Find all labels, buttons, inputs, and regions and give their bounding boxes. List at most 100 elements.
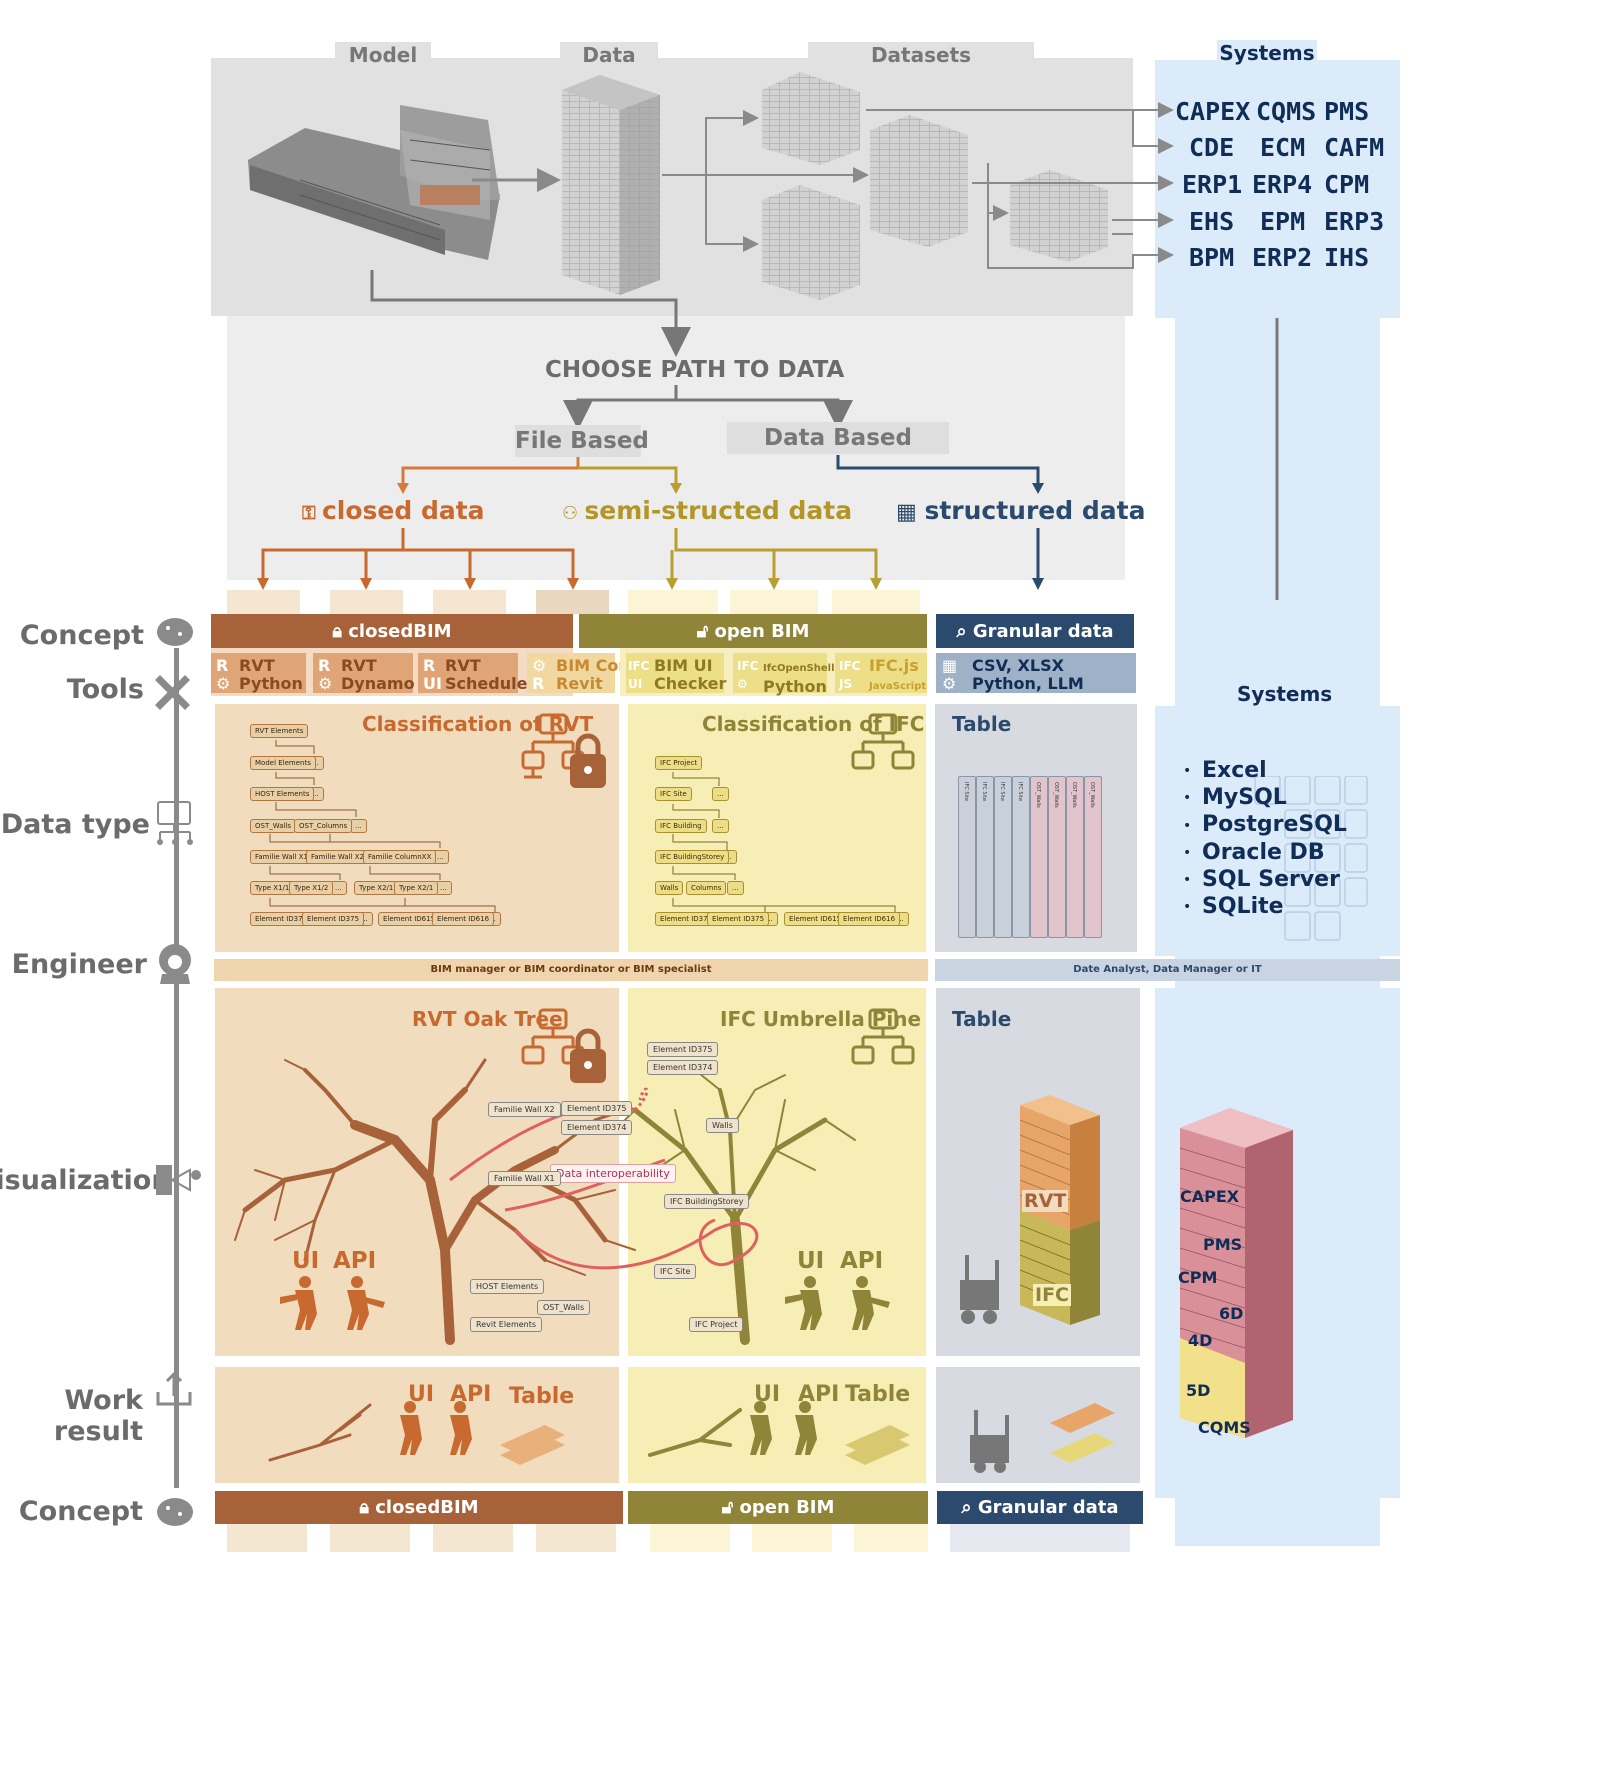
tool-sub: JavaScript [869, 681, 927, 692]
tool-sub: Revit [556, 674, 603, 693]
sys-code: CPM [1324, 170, 1370, 199]
tool-tag-r: R⚙ [318, 656, 333, 693]
rvt-oak-title: RVT Oak Tree [412, 1007, 563, 1031]
engineer-icon [159, 944, 191, 984]
bullet: • [1183, 818, 1192, 834]
dataset-stacks [762, 72, 1108, 300]
col-bg [433, 590, 506, 614]
visualization-icon [156, 1165, 201, 1195]
tool-sub: Dynamo [341, 674, 415, 693]
table-col [1084, 776, 1102, 938]
building-model [248, 105, 500, 260]
stack-tag: CQMS [1198, 1418, 1251, 1437]
ifc-stack-label: IFC [1033, 1284, 1071, 1306]
systems-stack [1179, 1108, 1293, 1438]
table-col-headers: IFC Site IFC Site IFC Site IFC Site OST_… [963, 782, 1095, 808]
semi-data-text: semi-structed data [584, 496, 853, 525]
systems-grid-bg [1254, 776, 1368, 941]
tree-node: Familie Wall X2 [306, 850, 369, 864]
lock-icon: 🔒︎ [359, 1497, 376, 1518]
tools-row-struct [936, 653, 1136, 693]
granular-bottom-label: Granular data [977, 1497, 1119, 1518]
oak-tag: Element ID374 [561, 1120, 633, 1135]
engineer-bar-bim: BIM manager or BIM coordinator or BIM sp… [214, 959, 928, 981]
side-visualization: Visualization [0, 1165, 171, 1196]
tree-node: Columns [686, 881, 727, 895]
tool-tag-ui: UI [628, 677, 643, 691]
closed-data-label: ⚿ closed data [302, 496, 485, 525]
sys-code: CQMS [1256, 97, 1317, 126]
table-col [1066, 776, 1084, 938]
hierarchy-lock-icon [521, 1008, 606, 1083]
search-icon: ⌕ [956, 620, 973, 642]
tool-tag-ifc: IFC [839, 659, 861, 673]
tree-node: Walls [655, 881, 684, 895]
table-col [976, 776, 994, 938]
closedbim-bar: 🔒︎ closedBIM [211, 614, 573, 648]
sys-code: ERP2 [1252, 243, 1313, 272]
oak-tag: HOST Elements [470, 1279, 545, 1294]
sys-code: CAPEX [1175, 97, 1251, 126]
openbim-bar: 🔓︎ open BIM [579, 614, 927, 648]
col-bg [227, 590, 300, 614]
sys-code: IHS [1324, 243, 1370, 272]
bullet: • [1183, 763, 1192, 779]
tool-tag: UI [423, 674, 442, 693]
tool-sub: Python [763, 677, 827, 696]
sys-code: PMS [1324, 97, 1370, 126]
granular-bar-label: Granular data [972, 620, 1114, 642]
col-bg [832, 590, 920, 614]
lumberjack-icons [280, 1276, 890, 1330]
unlock-icon: 🔓︎ [721, 1497, 740, 1518]
oak-tag: Familie Wall X2 [488, 1102, 561, 1117]
api-label: API [333, 1248, 377, 1274]
work-result-icon [156, 1371, 192, 1406]
bottom-faded [227, 1524, 307, 1552]
tree-node: RVT Elements [250, 724, 309, 738]
stack-tag: 5D [1186, 1381, 1211, 1400]
bottom-faded [433, 1524, 513, 1552]
tree-node: Element ID616 [432, 912, 495, 926]
tree-node: ... [350, 819, 367, 833]
stack-tag: 4D [1188, 1331, 1213, 1350]
ifc-tree-lines [672, 772, 896, 912]
table-col [1012, 776, 1030, 938]
tool-tag-r: R⚙ [216, 656, 231, 693]
file-based-label: File Based [515, 425, 649, 457]
data-type-icon [157, 801, 193, 845]
db-item: Excel [1202, 758, 1267, 783]
table-col [1030, 776, 1048, 938]
pine-tag: Element ID375 [647, 1042, 719, 1057]
systems-panel [1155, 60, 1400, 318]
tool-ifcjs [835, 653, 927, 693]
tool-rvt-python [211, 653, 306, 693]
pine-tag: IFC Site [654, 1264, 697, 1279]
db-item: SQL Server [1202, 867, 1340, 892]
table-col-header: OST_Walls [1053, 782, 1059, 808]
rvt-tree-lines [269, 740, 496, 912]
tool-name: IfcOpenShell [763, 663, 835, 674]
oak-tag: Revit Elements [470, 1317, 543, 1332]
stack-tag: CAPEX [1180, 1187, 1240, 1206]
top-illustration [248, 72, 1279, 600]
side-concept-2: Concept [18, 1496, 143, 1527]
sys-code: EHS [1189, 207, 1235, 236]
oak-tag: Familie Wall X1 [488, 1171, 561, 1186]
side-timeline [174, 648, 179, 1488]
ui-label: UI [797, 1248, 825, 1274]
pine-tag: IFC Project [689, 1317, 744, 1332]
brain-icon [157, 618, 193, 646]
tree-node: IFC BuildingStorey [655, 850, 730, 864]
tool-bim-con [527, 653, 615, 693]
openbim-bar-bottom: 🔓︎ open BIM [628, 1491, 928, 1524]
db-item: MySQL [1202, 785, 1287, 810]
tree-node: OST_Columns [294, 819, 353, 833]
tree-node: Model Elements [250, 756, 316, 770]
ui-label: UI [292, 1248, 320, 1274]
granular-bar: ⌕ Granular data [936, 614, 1134, 648]
